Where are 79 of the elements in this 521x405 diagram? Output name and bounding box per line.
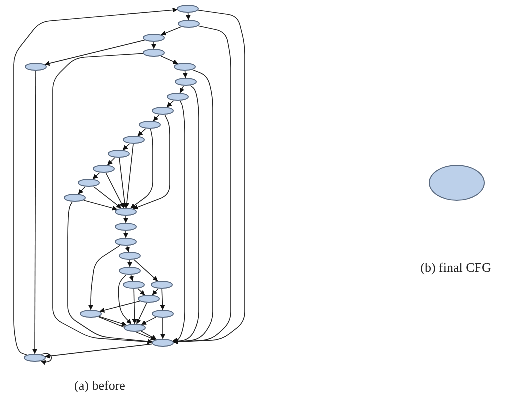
ellipse-node [152, 338, 174, 348]
arrow [141, 331, 158, 340]
ellipse-node [123, 280, 145, 290]
arrow [128, 260, 132, 268]
arrow [44, 40, 146, 66]
arrow [161, 26, 182, 36]
arrow [92, 172, 100, 180]
ellipse-node [177, 4, 199, 14]
arrow [129, 274, 134, 282]
arrow [153, 114, 160, 122]
arrow [173, 10, 246, 345]
ellipse-node [167, 92, 189, 102]
ellipse-node [78, 178, 100, 188]
arrow [45, 344, 153, 359]
arrow [100, 301, 140, 313]
ellipse-node [115, 222, 137, 232]
arrow [125, 246, 130, 252]
arrow [124, 144, 134, 208]
caption: (b) final CFG [420, 260, 492, 276]
ellipse-node [119, 252, 141, 260]
arrow [160, 318, 166, 340]
arrow [182, 70, 188, 78]
ellipse-node [119, 266, 141, 276]
arrow [172, 100, 186, 343]
ellipse-node [108, 150, 130, 158]
ellipse-node [152, 106, 174, 116]
arrow [14, 8, 178, 356]
ellipse-node [151, 280, 173, 290]
arrow [41, 353, 52, 365]
arrow [186, 12, 191, 20]
ellipse-node [93, 164, 115, 174]
ellipse-node [80, 310, 102, 318]
ellipse-node [143, 48, 165, 58]
arrow [133, 114, 170, 210]
arrow [166, 100, 174, 108]
arrow [141, 316, 157, 326]
ellipse-node [64, 194, 86, 202]
arrow [84, 200, 118, 211]
ellipse-node [123, 136, 145, 144]
arrow [99, 316, 127, 326]
ellipse-node [124, 324, 146, 332]
ellipse-node [24, 354, 46, 362]
arrow [138, 288, 146, 296]
ellipse-node [178, 20, 200, 28]
arrow [130, 128, 154, 209]
arrow [108, 158, 116, 166]
arrow [138, 128, 146, 136]
ellipse-node [138, 294, 160, 304]
arrow [136, 302, 148, 324]
arrow [152, 288, 159, 296]
arrow [118, 274, 132, 324]
ellipse-node [152, 310, 174, 318]
ellipse-node [175, 78, 197, 86]
arrow [68, 202, 153, 344]
arrow [160, 288, 166, 310]
arrow [106, 172, 124, 208]
arrow [180, 86, 185, 94]
ellipse-node [429, 165, 485, 201]
arrow [98, 316, 156, 341]
arrow [152, 42, 156, 50]
arrow [124, 230, 128, 238]
arrow [173, 26, 232, 345]
caption: (a) before [74, 378, 126, 394]
ellipse-node [174, 62, 196, 72]
arrow [122, 144, 130, 150]
arrow [132, 288, 138, 324]
arrow [88, 245, 121, 310]
arrow [134, 260, 158, 282]
ellipse-node [115, 238, 137, 246]
arrow [119, 158, 128, 208]
arrow [52, 53, 153, 344]
ellipse-node [143, 34, 165, 42]
arrow [160, 56, 178, 64]
arrow [93, 186, 122, 209]
arrow [32, 70, 38, 354]
ellipse-node [139, 120, 161, 130]
arrow [78, 186, 86, 194]
ellipse-node [25, 62, 47, 72]
arrow [124, 216, 128, 224]
